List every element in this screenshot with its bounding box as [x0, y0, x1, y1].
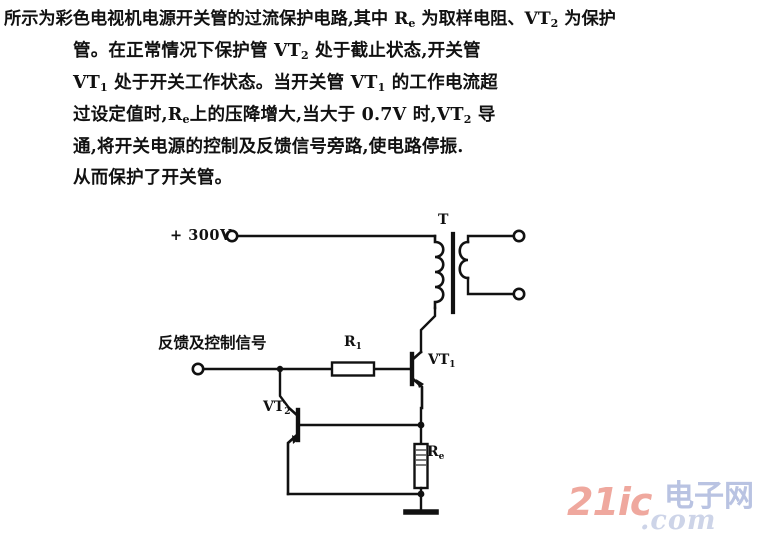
vt1-emitter-arrow [416, 379, 424, 388]
transformer-primary-winding [433, 234, 445, 310]
wire-primary-to-collector [419, 306, 437, 354]
transformer-secondary-winding [458, 240, 470, 280]
description-line-1: 所示为彩色电视机电源开关管的过流保护电路,其中 Re 为取样电阻、VT2 为保护 [4, 9, 616, 30]
feedback-input-label: 反馈及控制信号 [158, 333, 267, 352]
description-line-3: VT1 处于开关工作状态。当开关管 VT1 的工作电流超 [73, 73, 498, 94]
node-ground-junction [417, 490, 425, 498]
resistor-r1-label: R1 [344, 334, 362, 352]
transistor-vt1-label-base: VT [428, 352, 450, 368]
transistor-vt1-label-sub: 1 [449, 360, 456, 370]
wire-node-to-vt2-collector [278, 367, 291, 410]
watermark-brand: 21ic [567, 480, 652, 524]
transistor-vt1-label: VT1 [428, 352, 456, 370]
watermark-suffix: .com [640, 505, 717, 536]
watermark: 21ic .com 电子网 [567, 479, 767, 536]
description-line-6: 从而保护了开关管。 [73, 168, 233, 188]
wire-secondary-bottom [466, 276, 515, 296]
transformer-label: T [438, 212, 449, 228]
secondary-terminal-top [512, 229, 526, 243]
description-line-4: 过设定值时,Re上的压降增大,当大于 0.7V 时,VT2 导 [73, 105, 496, 126]
circuit-schematic [191, 229, 526, 515]
resistor-re-label: Re [427, 444, 445, 462]
transistor-vt2-label-base: VT [263, 399, 285, 415]
wire-secondary-top [466, 234, 515, 244]
resistor-r1-body [330, 361, 376, 377]
vt2-collector-lead [287, 406, 300, 418]
supply-label: + 300V [170, 227, 232, 244]
vt1-emitter-lead [410, 376, 424, 410]
resistor-r1-label-base: R [344, 334, 356, 350]
resistor-re-label-base: R [427, 444, 439, 460]
transistor-vt2-label-sub: 2 [284, 407, 291, 417]
resistor-re-body [413, 442, 429, 490]
description-line-5: 通,将开关电源的控制及反馈信号旁路,使电路停振. [73, 137, 464, 157]
transistor-vt2-label: VT2 [263, 399, 291, 417]
resistor-re-label-sub: e [438, 452, 445, 462]
vt1-collector-lead [410, 350, 423, 362]
description-paragraph: 所示为彩色电视机电源开关管的过流保护电路,其中 Re 为取样电阻、VT2 为保护… [0, 4, 769, 194]
watermark-cn: 电子网 [664, 479, 754, 514]
vt2-emitter-arrow [292, 435, 299, 444]
secondary-terminal-bottom [512, 287, 526, 301]
description-line-2: 管。在正常情况下保护管 VT2 处于截止状态,开关管 [73, 41, 481, 62]
feedback-terminal-node [191, 362, 205, 376]
resistor-r1-label-sub: 1 [355, 342, 362, 352]
